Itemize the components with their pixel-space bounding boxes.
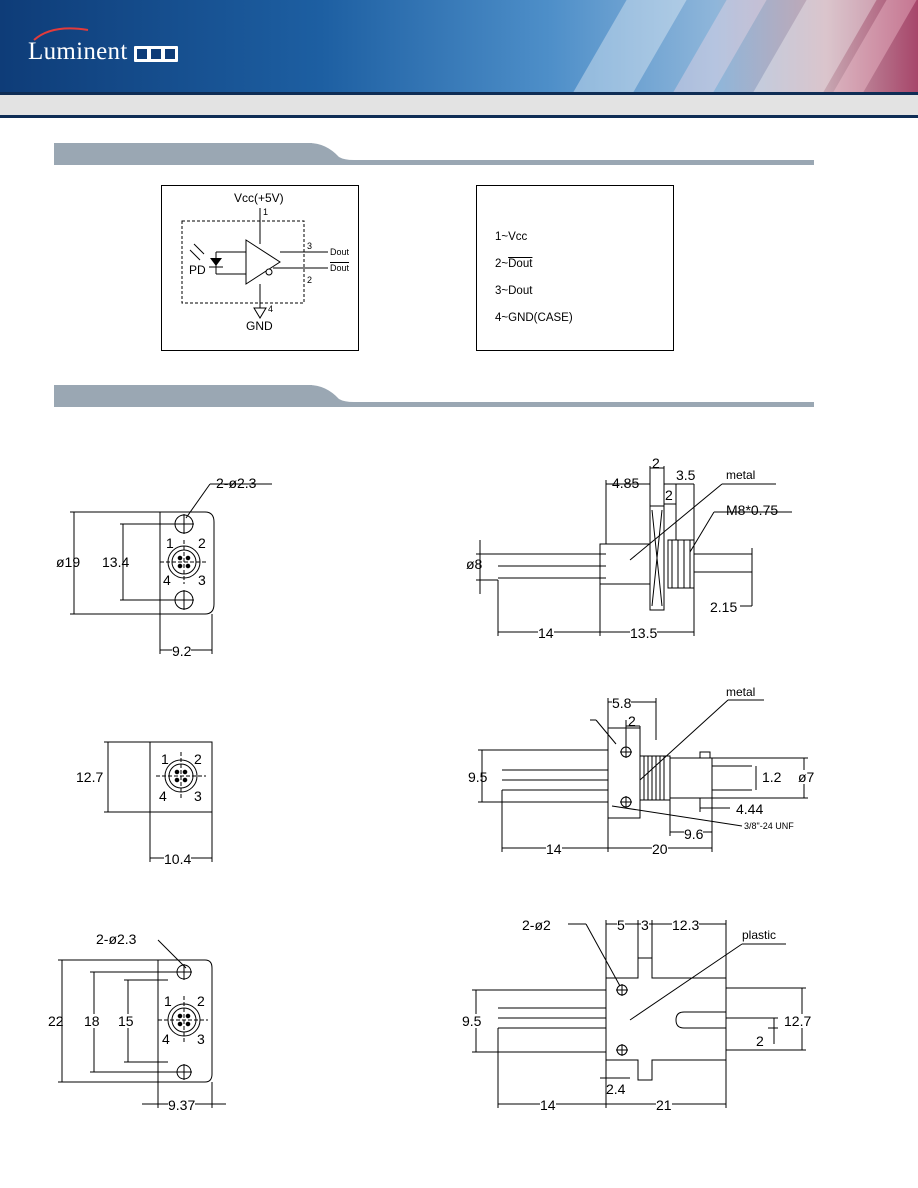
d5-pin-3: 3 [197,1031,205,1047]
d2-material-label: metal [726,468,756,482]
pin-item: 4~GND(CASE) [495,312,573,324]
company-logo: Luminent [28,38,128,65]
gnd-label: GND [246,319,273,333]
d3-pin-2: 2 [194,751,202,767]
drawing-side-metal-2 [478,698,808,852]
pin-item: 3~Dout [495,285,533,297]
d5-holes-label: 2-ø2.3 [96,931,137,947]
header-band [0,92,918,118]
d6-height-label: 9.5 [462,1013,482,1029]
d3-pin-4: 4 [159,788,167,804]
d4-pin-len-label: 14 [546,841,562,857]
pin-assignment-panel: 1~Vcc 2~Dout 3~Dout 4~GND(CASE) [476,185,674,351]
pin-3-label: 3 [307,241,313,251]
d3-width-label: 10.4 [164,851,192,867]
d1-pin-1: 1 [166,535,174,551]
d2-dia-label: ø8 [466,556,483,572]
d5-pin-2: 2 [197,993,205,1009]
d2-pin-len-label: 14 [538,625,554,641]
d1-holes-label: 2-ø2.3 [216,475,257,491]
drawing-side-plastic [472,920,806,1108]
d4-height-label: 9.5 [468,769,488,785]
d2-flange-label: 2 [652,455,660,471]
d1-pitch-label: 13.4 [102,554,130,570]
d4-thread-len-label: 9.6 [684,826,704,842]
vcc-label: Vcc(+5V) [234,191,284,205]
pin-2-label: 2 [307,275,313,285]
d5-pin-1: 1 [164,993,172,1009]
d3-height-label: 12.7 [76,769,104,785]
d4-tip-label: 4.44 [736,801,764,817]
pd-label: PD [189,263,206,277]
d4-dia-label: ø7 [798,769,815,785]
d2-length-label: 4.85 [612,475,640,491]
drawing-side-metal-1 [476,466,792,636]
section-bar-outline [54,385,814,407]
logo-mark [134,46,178,62]
d6-a-label: 5 [617,917,625,933]
drawing-front-square [104,741,213,862]
d6-slot-label: 12.7 [784,1013,812,1029]
d2-tip-label: 2.15 [710,599,738,615]
d4-thread-label: 3/8"-24 UNF [744,821,794,831]
dout-bar-label: Dout [330,263,350,273]
header-banner: Luminent [0,0,918,92]
d1-width-label: 9.2 [172,643,192,659]
d4-offset-label: 5.8 [612,695,632,711]
d1-pin-4: 4 [163,572,171,588]
d6-holes-label: 2-ø2 [522,917,551,933]
section-bar-schematic [54,143,814,165]
d5-pin-4: 4 [162,1031,170,1047]
d1-pin-3: 3 [198,572,206,588]
schematic-panel: Vcc(+5V) 1 PD 3 2 Dout Dout 4 GND [161,185,359,351]
drawing-front-flange-2 [58,939,226,1108]
d4-step-label: 2 [628,713,636,729]
d3-pin-1: 1 [161,751,169,767]
d6-slot-w-label: 2 [756,1033,764,1049]
pin-item: 1~Vcc [495,231,528,243]
d3-pin-3: 3 [194,788,202,804]
d6-c-label: 12.3 [672,917,700,933]
d4-material-label: metal [726,685,756,699]
pin-4-label: 4 [268,304,274,314]
d2-gap-label: 3.5 [676,467,696,483]
logo-swoosh-icon [33,27,89,41]
d5-height-label: 22 [48,1013,64,1029]
d6-body-len-label: 21 [656,1097,672,1113]
d4-bore-label: 1.2 [762,769,782,785]
pin-item: 2~Dout [495,258,533,270]
pin-list: 1~Vcc 2~Dout 3~Dout 4~GND(CASE) [495,224,573,332]
d5-width-label: 9.37 [168,1097,196,1113]
d2-thread-label: M8*0.75 [726,502,779,518]
d6-b-label: 3 [641,917,649,933]
d4-body-len-label: 20 [652,841,668,857]
circuit-diagram [181,208,328,319]
dout-label: Dout [330,247,350,257]
d6-pin-len-label: 14 [540,1097,556,1113]
d5-inner-label: 15 [118,1013,134,1029]
d1-pin-2: 2 [198,535,206,551]
pin-1-label: 1 [263,207,269,217]
drawing-front-flange-1 [70,483,272,654]
d1-dia-label: ø19 [56,554,81,570]
d6-material-label: plastic [742,928,777,942]
d2-body-len-label: 13.5 [630,625,658,641]
d5-pitch-label: 18 [84,1013,100,1029]
d2-step-label: 2 [665,487,673,503]
d6-step-label: 2.4 [606,1081,626,1097]
